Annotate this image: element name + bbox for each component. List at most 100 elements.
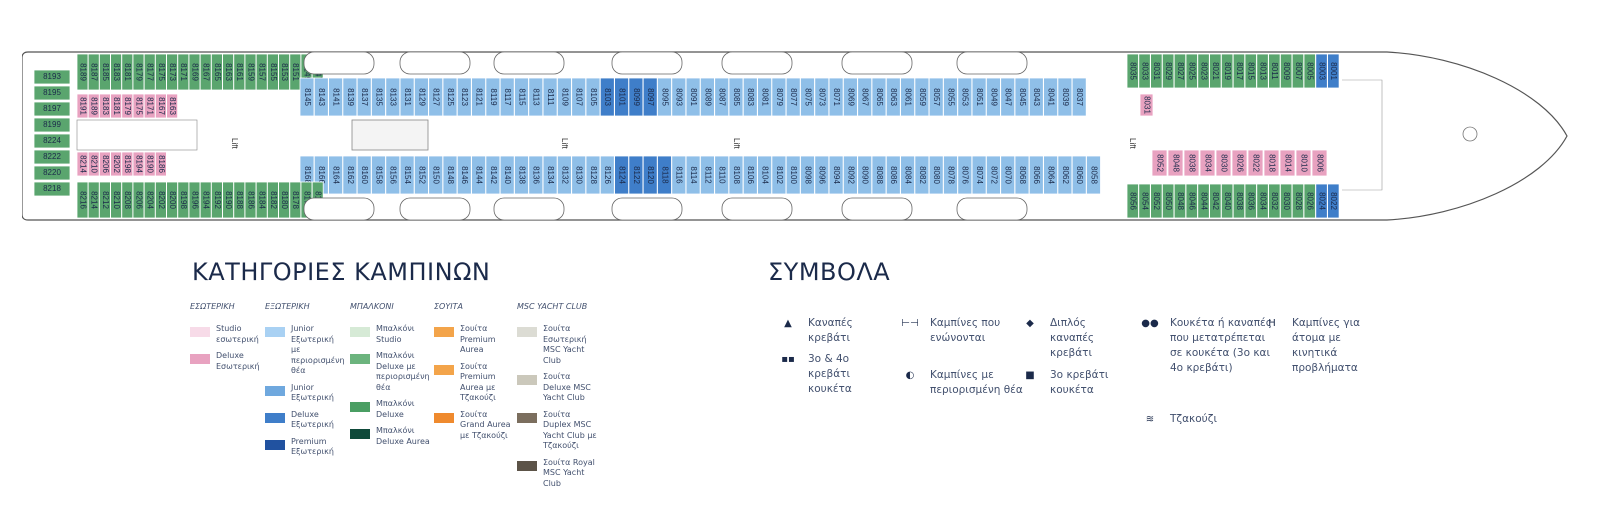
cabin-8120[interactable]: 8120 [642, 155, 658, 195]
cabin-8039[interactable]: 8039 [1057, 77, 1073, 117]
cabin-8131[interactable]: 8131 [399, 77, 415, 117]
cabin-8017[interactable]: 8017 [1232, 53, 1246, 89]
cabin-8070[interactable]: 8070 [1000, 155, 1016, 195]
cabin-8187[interactable]: 8187 [87, 53, 100, 91]
cabin-8150[interactable]: 8150 [428, 155, 444, 195]
cabin-8081[interactable]: 8081 [757, 77, 772, 117]
cabin-8130[interactable]: 8130 [571, 155, 587, 195]
cabin-8182[interactable]: 8182 [266, 181, 279, 219]
cabin-8173[interactable]: 8173 [166, 53, 179, 91]
cabin-8204[interactable]: 8204 [143, 181, 156, 219]
cabin-8044[interactable]: 8044 [1197, 183, 1210, 219]
cabin-8151[interactable]: 8151 [289, 53, 302, 91]
cabin-8163[interactable]: 8163 [166, 93, 179, 119]
cabin-8065[interactable]: 8065 [871, 77, 887, 117]
cabin-8179[interactable]: 8179 [132, 53, 145, 91]
cabin-8210[interactable]: 8210 [110, 181, 122, 219]
cabin-8180[interactable]: 8180 [278, 181, 291, 219]
cabin-8023[interactable]: 8023 [1197, 53, 1210, 89]
cabin-8119[interactable]: 8119 [485, 77, 501, 117]
cabin-8088[interactable]: 8088 [871, 155, 887, 195]
cabin-8086[interactable]: 8086 [885, 155, 901, 195]
cabin-8045[interactable]: 8045 [1014, 77, 1030, 117]
cabin-8107[interactable]: 8107 [571, 77, 587, 117]
cabin-8189[interactable]: 8189 [87, 93, 100, 119]
cabin-8093[interactable]: 8093 [671, 77, 687, 117]
cabin-8181[interactable]: 8181 [110, 93, 122, 119]
cabin-8194[interactable]: 8194 [132, 151, 145, 177]
cabin-8156[interactable]: 8156 [385, 155, 401, 195]
cabin-8220[interactable]: 8220 [33, 165, 71, 181]
cabin-8188[interactable]: 8188 [233, 181, 246, 219]
cabin-8028[interactable]: 8028 [1291, 183, 1305, 219]
cabin-8105[interactable]: 8105 [585, 77, 601, 117]
cabin-8218[interactable]: 8218 [33, 181, 71, 197]
cabin-8159[interactable]: 8159 [244, 53, 257, 91]
cabin-8144[interactable]: 8144 [471, 155, 487, 195]
cabin-8117[interactable]: 8117 [499, 77, 515, 117]
cabin-8057[interactable]: 8057 [928, 77, 944, 117]
cabin-8067[interactable]: 8067 [857, 77, 873, 117]
cabin-8006[interactable]: 8006 [1311, 149, 1328, 177]
cabin-8031[interactable]: 8031 [1150, 53, 1163, 89]
cabin-8160[interactable]: 8160 [356, 155, 372, 195]
cabin-8079[interactable]: 8079 [771, 77, 787, 117]
cabin-8080[interactable]: 8080 [928, 155, 944, 195]
cabin-8171[interactable]: 8171 [143, 93, 156, 119]
cabin-8058[interactable]: 8058 [1086, 155, 1101, 195]
cabin-8184[interactable]: 8184 [255, 181, 268, 219]
cabin-8154[interactable]: 8154 [399, 155, 415, 195]
cabin-8153[interactable]: 8153 [278, 53, 291, 91]
cabin-8051[interactable]: 8051 [971, 77, 987, 117]
cabin-8040[interactable]: 8040 [1221, 183, 1234, 219]
cabin-8043[interactable]: 8043 [1028, 77, 1044, 117]
cabin-8163[interactable]: 8163 [222, 53, 235, 91]
cabin-8054[interactable]: 8054 [1138, 183, 1151, 219]
cabin-8198[interactable]: 8198 [121, 151, 134, 177]
cabin-8018[interactable]: 8018 [1263, 149, 1280, 177]
cabin-8148[interactable]: 8148 [442, 155, 458, 195]
cabin-8032[interactable]: 8032 [1268, 183, 1281, 219]
cabin-8158[interactable]: 8158 [371, 155, 386, 195]
cabin-8082[interactable]: 8082 [914, 155, 930, 195]
cabin-8092[interactable]: 8092 [843, 155, 858, 195]
cabin-8034[interactable]: 8034 [1256, 183, 1269, 219]
cabin-8010[interactable]: 8010 [1295, 149, 1312, 177]
cabin-8224[interactable]: 8224 [33, 133, 71, 149]
cabin-8169[interactable]: 8169 [188, 53, 201, 91]
cabin-8216[interactable]: 8216 [76, 181, 89, 219]
cabin-8145[interactable]: 8145 [299, 77, 315, 117]
cabin-8035[interactable]: 8035 [1126, 53, 1139, 89]
cabin-8181[interactable]: 8181 [121, 53, 134, 91]
cabin-8171[interactable]: 8171 [177, 53, 190, 91]
cabin-8011[interactable]: 8011 [1268, 53, 1281, 89]
cabin-8048[interactable]: 8048 [1173, 183, 1187, 219]
cabin-8071[interactable]: 8071 [828, 77, 844, 117]
cabin-8022[interactable]: 8022 [1327, 183, 1340, 219]
cabin-8019[interactable]: 8019 [1221, 53, 1234, 89]
cabin-8190[interactable]: 8190 [222, 181, 235, 219]
cabin-8208[interactable]: 8208 [121, 181, 134, 219]
cabin-8026[interactable]: 8026 [1231, 149, 1248, 177]
cabin-8050[interactable]: 8050 [1162, 183, 1175, 219]
cabin-8029[interactable]: 8029 [1162, 53, 1175, 89]
cabin-8193[interactable]: 8193 [33, 69, 71, 85]
cabin-8031[interactable]: 8031 [1139, 93, 1154, 117]
cabin-8037[interactable]: 8037 [1071, 77, 1087, 117]
cabin-8026[interactable]: 8026 [1303, 183, 1316, 219]
cabin-8090[interactable]: 8090 [857, 155, 873, 195]
cabin-8060[interactable]: 8060 [1071, 155, 1087, 195]
cabin-8185[interactable]: 8185 [99, 53, 111, 91]
cabin-8118[interactable]: 8118 [657, 155, 672, 195]
cabin-8202[interactable]: 8202 [154, 181, 167, 219]
cabin-8141[interactable]: 8141 [328, 77, 344, 117]
cabin-8123[interactable]: 8123 [456, 77, 472, 117]
cabin-8191[interactable]: 8191 [76, 93, 89, 119]
cabin-8047[interactable]: 8047 [1000, 77, 1016, 117]
cabin-8164[interactable]: 8164 [328, 155, 344, 195]
cabin-8055[interactable]: 8055 [943, 77, 958, 117]
cabin-8083[interactable]: 8083 [742, 77, 758, 117]
cabin-8140[interactable]: 8140 [499, 155, 515, 195]
cabin-8025[interactable]: 8025 [1185, 53, 1198, 89]
cabin-8177[interactable]: 8177 [143, 53, 156, 91]
